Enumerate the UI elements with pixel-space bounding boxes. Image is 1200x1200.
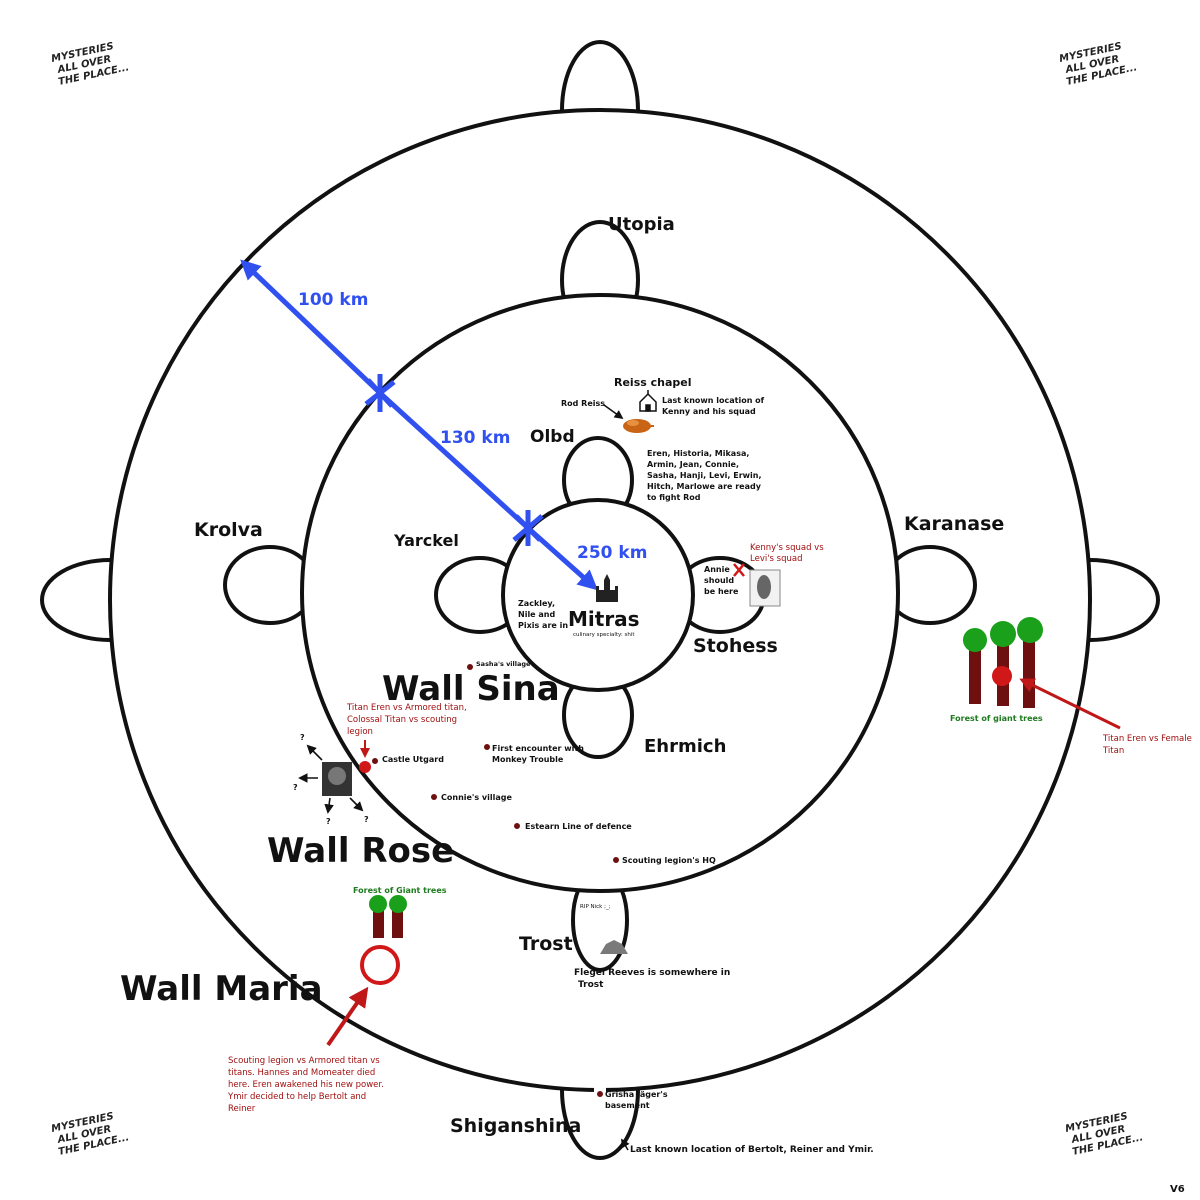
svg-text:legion: legion [347, 727, 373, 737]
boulder-icon [600, 940, 628, 954]
utgard-battle-note: Titan Eren vs Armored titan, Colossal Ti… [346, 703, 467, 737]
svg-text:Scouting legion vs Armored tit: Scouting legion vs Armored titan vs [228, 1056, 380, 1066]
first-encounter-2: Monkey Trouble [492, 755, 564, 764]
svg-text:Hitch, Marlowe are ready: Hitch, Marlowe are ready [647, 482, 762, 491]
question-3: ? [326, 817, 331, 826]
watermark-top-right: MYSTERIES ALL OVER THE PLACE... [1058, 41, 1138, 88]
svg-text:titans. Hannes and Momeater di: titans. Hannes and Momeater died [228, 1068, 375, 1078]
rod-reiss-label: Rod Reiss [561, 399, 605, 408]
distance-250: 250 km [577, 543, 647, 563]
grisha-basement-1: Grisha Jäger's [605, 1090, 668, 1099]
location-dots [372, 664, 619, 1097]
district-yarckel: Yarckel [393, 531, 459, 550]
version-label: V6 [1170, 1184, 1185, 1195]
zackley-note-2: Nile and [518, 610, 555, 619]
last-known-bertolt: Last known location of Bertolt, Reiner a… [630, 1145, 874, 1155]
mitras-specialty: culinary specialty: shit [573, 632, 635, 638]
scouting-armored-note: Scouting legion vs Armored titan vs tita… [227, 1056, 384, 1114]
beast-titan-icon [322, 762, 352, 796]
annie-note-3: be here [704, 587, 739, 596]
castle-icon [596, 574, 618, 602]
sashas-village: Sasha's village [476, 660, 531, 668]
annie-crystal-icon [749, 569, 781, 607]
district-mitras: Mitras [568, 607, 640, 631]
svg-text:Armin, Jean, Connie,: Armin, Jean, Connie, [647, 460, 739, 469]
svg-text:Reiner: Reiner [228, 1104, 256, 1114]
castle-utgard: Castle Utgard [382, 755, 444, 764]
distance-130: 130 km [440, 428, 510, 448]
x-mark-icon [733, 563, 745, 577]
annie-note-1: Annie [704, 565, 730, 574]
flegel-note-2: Trost [578, 980, 604, 990]
connies-village: Connie's village [441, 793, 512, 802]
district-krolva: Krolva [194, 519, 263, 541]
kenny-location-2: Kenny and his squad [662, 407, 756, 416]
annie-note-2: should [704, 576, 734, 585]
forest-right-label: Forest of giant trees [950, 714, 1043, 723]
utgard-battle-marker [359, 761, 371, 773]
district-karanase: Karanase [904, 513, 1004, 535]
kenny-vs-levi-1: Kenny's squad vs [750, 543, 824, 553]
kenny-location-1: Last known location of [662, 396, 765, 405]
roast-chicken-icon [623, 419, 654, 433]
grisha-basement-2: basement [605, 1101, 650, 1110]
svg-text:Eren, Historia, Mikasa,: Eren, Historia, Mikasa, [647, 449, 749, 458]
zackley-note-1: Zackley, [518, 599, 555, 608]
district-trost: Trost [519, 933, 573, 955]
svg-text:Ymir decided to help Bertolt a: Ymir decided to help Bertolt and [227, 1092, 366, 1102]
scouting-battle-marker [360, 945, 400, 985]
eastern-line: Estearn Line of defence [525, 822, 632, 831]
watermark-bottom-right: MYSTERIES ALL OVER THE PLACE... [1064, 1111, 1144, 1158]
forest-right-trees [963, 617, 1043, 708]
question-4: ? [364, 815, 369, 824]
svg-text:Sasha, Hanji, Levi, Erwin,: Sasha, Hanji, Levi, Erwin, [647, 471, 762, 480]
svg-text:here. Eren awakened his new po: here. Eren awakened his new power. [228, 1080, 384, 1090]
svg-text:to fight Rod: to fight Rod [647, 493, 701, 502]
chapel-icon [639, 390, 657, 412]
question-2: ? [293, 783, 298, 792]
district-utopia: Utopia [608, 214, 675, 235]
wall-rose-label: Wall Rose [267, 831, 454, 871]
female-titan-marker [992, 666, 1012, 686]
district-stohess: Stohess [693, 635, 778, 657]
district-olbd: Olbd [530, 427, 575, 447]
svg-text:Titan Eren vs Armored titan,: Titan Eren vs Armored titan, [346, 703, 467, 713]
distance-100: 100 km [298, 290, 368, 310]
kenny-vs-levi-2: Levi's squad [750, 554, 803, 564]
watermark-top-left: MYSTERIES ALL OVER THE PLACE... [50, 41, 130, 88]
flegel-note-1: Flegel Reeves is somewhere in [574, 968, 730, 978]
svg-text:Colossal Titan vs scouting: Colossal Titan vs scouting [347, 715, 457, 725]
wall-maria-label: Wall Maria [120, 969, 323, 1009]
female-titan-note-1: Titan Eren vs Female [1102, 734, 1192, 744]
reiss-chapel-label: Reiss chapel [614, 376, 692, 389]
district-shiganshina: Shiganshina [450, 1115, 581, 1137]
question-arrows [298, 744, 364, 814]
distance-arrows [240, 259, 598, 591]
forest-left-trees [369, 895, 407, 938]
question-1: ? [300, 733, 305, 742]
first-encounter-1: First encounter with [492, 744, 584, 753]
female-titan-note-2: Titan [1102, 746, 1124, 756]
district-ehrmich: Ehrmich [644, 736, 726, 757]
scouting-hq: Scouting legion's HQ [622, 856, 716, 865]
forest-left-label: Forest of Giant trees [353, 886, 447, 895]
rip-nick: RIP Nick ;_; [580, 904, 611, 910]
eren-group-note: Eren, Historia, Mikasa, Armin, Jean, Con… [647, 449, 762, 502]
zackley-note-3: Pixis are in [518, 621, 568, 630]
watermark-bottom-left: MYSTERIES ALL OVER THE PLACE... [50, 1111, 130, 1158]
outer-districts [40, 40, 1160, 1160]
wall-sina-label: Wall Sina [382, 669, 560, 709]
